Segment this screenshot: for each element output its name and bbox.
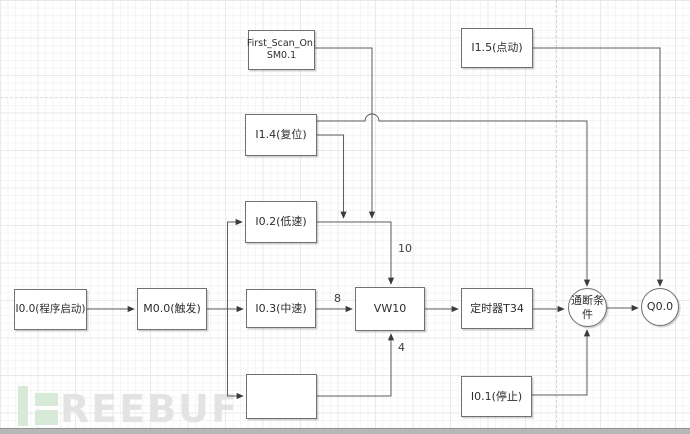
node-i0-0[interactable]: I0.0(程序启动) [14, 289, 87, 330]
edge-label-vw10-left: 8 [334, 292, 341, 305]
watermark-logo-bar [35, 410, 58, 425]
node-label: M0.0(触发) [143, 302, 201, 316]
node-sublabel: SM0.1 [266, 50, 297, 61]
node-first-scan[interactable]: First_Scan_On: SM0.1 [246, 30, 317, 70]
page-boundary-line [0, 97, 690, 98]
watermark-logo-bar [18, 386, 28, 426]
edge-label-vw10-bottom: 4 [398, 341, 405, 354]
node-q0-0-circle[interactable]: Q0.0 [641, 288, 679, 326]
node-cond-circle[interactable]: 通断条件 [568, 288, 607, 327]
node-label: I1.5(点动) [471, 41, 523, 55]
watermark-text: REEBUF [60, 387, 239, 431]
bottom-bar [0, 428, 690, 434]
connector-i14-cond [317, 113, 591, 287]
node-vw10[interactable]: VW10 [355, 287, 425, 331]
connector-i01-cond [532, 329, 591, 396]
node-m0-0[interactable]: M0.0(触发) [137, 288, 207, 330]
node-label: 定时器T34 [470, 301, 524, 315]
node-i0-3[interactable]: I0.3(中速) [246, 289, 316, 328]
connector-i14-wire [317, 134, 347, 219]
connector-firstscan-wire [315, 47, 376, 219]
connector-m00-i02 [227, 218, 243, 309]
page-boundary-line [556, 0, 557, 428]
node-label: I1.4(复位) [255, 128, 307, 142]
node-label: I0.0(程序启动) [15, 302, 86, 315]
node-t34[interactable]: 定时器T34 [461, 288, 533, 329]
node-label: 通断条件 [571, 293, 604, 321]
node-label: I0.3(中速) [255, 301, 307, 315]
node-label: I0.1(停止) [470, 389, 523, 403]
node-i0-2[interactable]: I0.2(低速) [245, 201, 317, 243]
node-label: I0.2(低速) [255, 215, 307, 229]
node-i0-4[interactable] [246, 374, 317, 419]
edge-label-vw10-top: 10 [398, 242, 412, 255]
connector-i15-q00 [533, 47, 664, 287]
node-label: First_Scan_On: [246, 38, 317, 50]
connector-i02-vw10 [317, 221, 395, 285]
node-label: VW10 [373, 302, 407, 316]
watermark-logo-bar [35, 393, 58, 406]
connector-m00-i04 [227, 309, 244, 400]
node-i1-5[interactable]: I1.5(点动) [461, 28, 533, 68]
node-i1-4[interactable]: I1.4(复位) [245, 114, 317, 156]
connector-i04-vw10 [317, 333, 395, 397]
node-i0-1[interactable]: I0.1(停止) [461, 376, 532, 417]
node-label: Q0.0 [646, 300, 674, 314]
